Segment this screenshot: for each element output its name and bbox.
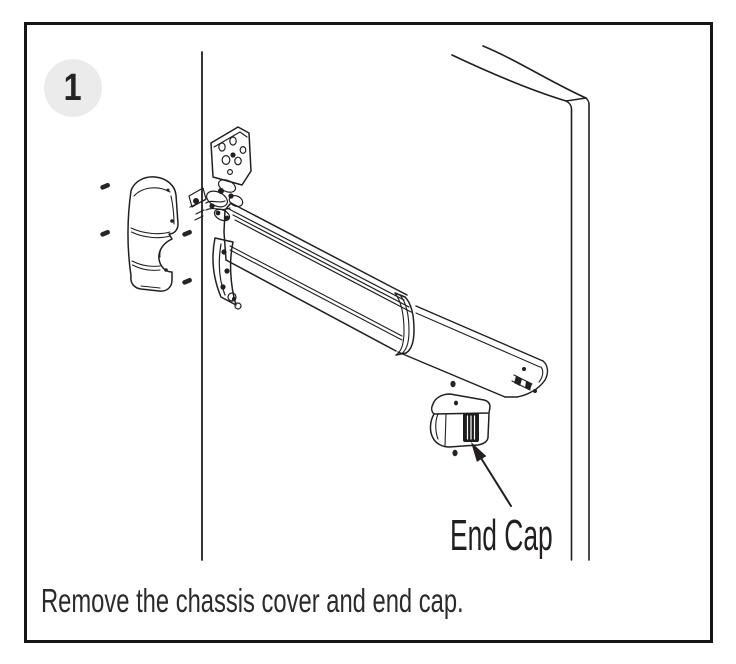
mounting-screws [100, 182, 458, 457]
instruction-panel-frame [24, 22, 713, 643]
end-cap [429, 393, 491, 448]
end-cap-arrow [471, 442, 512, 507]
push-bar [223, 202, 415, 356]
chassis-cover [127, 176, 179, 292]
door-outline [201, 45, 590, 561]
instruction-caption: Remove the chassis cover and end cap. [41, 582, 464, 619]
step-number: 1 [64, 67, 82, 109]
bar-end-opening [397, 305, 549, 398]
chassis-assembly [188, 126, 252, 310]
end-cap-label: End Cap [450, 511, 553, 560]
step-number-badge: 1 [44, 59, 102, 117]
